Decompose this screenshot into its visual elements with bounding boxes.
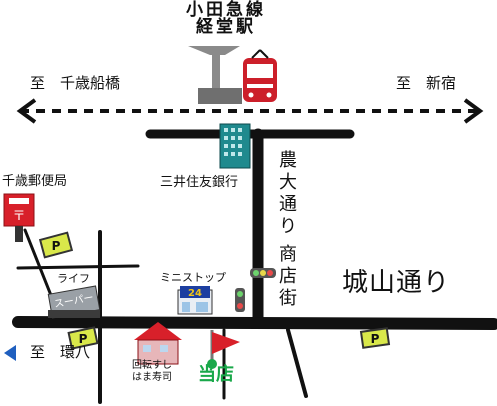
direction-bottom-left: 至 環八 <box>30 343 91 361</box>
bank-label: 三井住友銀行 <box>160 175 239 190</box>
parking-label-1: P <box>52 239 61 253</box>
street-char: 通 <box>279 194 297 215</box>
post-office-label: 千歳郵便局 <box>2 174 68 189</box>
street-shotengai: 商 店 街 <box>278 244 298 310</box>
post-mark: 〒 <box>12 209 25 224</box>
station-stop: 経堂駅 <box>196 17 256 37</box>
parking-label-3: P <box>371 332 380 346</box>
house-icon <box>134 322 182 365</box>
flag-icon <box>207 330 240 369</box>
arrow-left-icon <box>4 345 16 361</box>
street-char: 街 <box>279 288 297 309</box>
direction-right: 至 新宿 <box>396 74 457 92</box>
parking-icon <box>38 231 391 350</box>
street-char: 農 <box>279 150 297 171</box>
street-noudai: 農 大 通 り <box>278 150 298 238</box>
direction-left: 至 千歳船橋 <box>30 74 121 92</box>
sushi-label: 回転すし はま寿司 <box>132 360 172 384</box>
arrow-right-icon <box>463 98 484 124</box>
supermarket-label: ライフ <box>57 272 90 285</box>
street-char: 商 <box>279 244 297 265</box>
arrow-left-icon <box>16 98 37 124</box>
station-name: 小田急線 経堂駅 <box>186 2 266 36</box>
street-char: 大 <box>279 172 297 193</box>
here-label: 当店 <box>198 364 234 385</box>
bank-building-icon <box>219 123 251 169</box>
sushi-line: はま寿司 <box>132 372 172 383</box>
railway-line <box>16 98 484 124</box>
parking-label-2: P <box>79 332 88 346</box>
station-platform-icon <box>188 46 242 104</box>
convenience-store-label: ミニストップ <box>160 271 226 284</box>
street-char: 店 <box>279 266 297 287</box>
street-char: り <box>279 216 297 237</box>
convenience-store-icon <box>177 286 213 315</box>
sushi-line: 回転すし <box>132 360 172 371</box>
street-joyama: 城山通り <box>342 268 451 298</box>
post-box-icon: 〒 <box>3 193 35 242</box>
supermarket-icon <box>47 285 101 319</box>
convenience-store-sign: 24 <box>188 288 202 299</box>
train-icon <box>243 49 277 102</box>
traffic-light-icon <box>235 268 276 312</box>
station-line: 小田急線 <box>186 0 266 20</box>
